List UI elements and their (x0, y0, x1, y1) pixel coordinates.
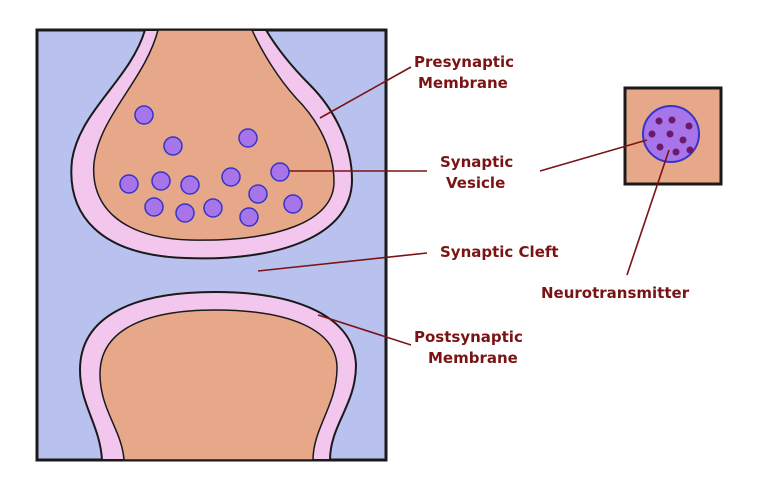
vesicle (119, 174, 139, 194)
leader-lines (257, 66, 670, 346)
presynaptic-label-line2: Membrane (418, 74, 508, 92)
vesicle-group (119, 105, 303, 227)
vesicle (151, 171, 171, 191)
vesicle (180, 175, 200, 195)
postsynaptic-label-line1: Postsynaptic (414, 328, 523, 346)
presynaptic-leader (319, 66, 412, 119)
neurotransmitter-label: Neurotransmitter (541, 284, 690, 302)
cleft-label: Synaptic Cleft (440, 243, 559, 261)
neurotransmitter-dot (685, 122, 693, 130)
vesicle (283, 194, 303, 214)
neurotransmitter-dot (648, 130, 656, 138)
postsynaptic-cytoplasm (99, 309, 338, 461)
vesicle (239, 207, 259, 227)
presynaptic-cytoplasm (92, 29, 335, 241)
neurotransmitter-dot (668, 116, 676, 124)
neurotransmitter-dot (679, 136, 687, 144)
neurotransmitter-dots (648, 116, 694, 156)
labels: Presynaptic Membrane Synaptic Vesicle Sy… (414, 53, 690, 367)
neurotransmitter-dot (655, 117, 663, 125)
neurotransmitter-dot (686, 146, 694, 154)
postsynaptic-label-line2: Membrane (428, 349, 518, 367)
vesicle (248, 184, 268, 204)
vesicle (238, 128, 258, 148)
vesicle (144, 197, 164, 217)
vesicle (270, 162, 290, 182)
neurotransmitter-dot (672, 148, 680, 156)
postsynaptic-leader (317, 314, 412, 346)
vesicle (203, 198, 223, 218)
vesicle-zoom-inset (623, 86, 723, 186)
neurotransmitter-dot (666, 130, 674, 138)
neurotransmitter-dot (656, 143, 664, 151)
inset-leader (539, 139, 648, 172)
vesicle-label-line1: Synaptic (440, 153, 513, 171)
vesicle (175, 203, 195, 223)
vesicle (134, 105, 154, 125)
vesicle-label-line2: Vesicle (446, 174, 505, 192)
vesicle (221, 167, 241, 187)
presynaptic-label-line1: Presynaptic (414, 53, 514, 71)
cleft-leader (257, 252, 428, 272)
vesicle (163, 136, 183, 156)
neurotransmitter-leader (626, 149, 670, 276)
